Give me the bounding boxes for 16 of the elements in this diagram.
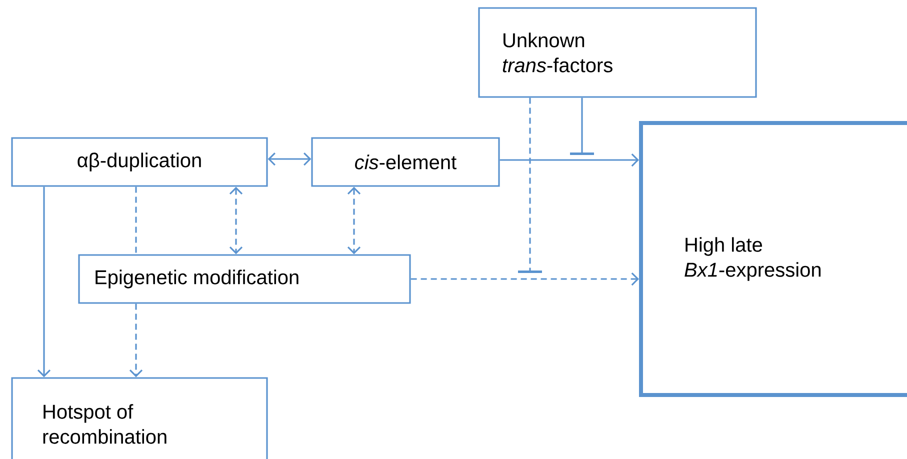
process-box: cis-element [311,137,500,187]
arrow [229,186,243,254]
arrow [268,152,312,166]
inhibition-line [518,98,542,273]
process-box: Epigenetic modification [78,254,411,304]
inhibition-line [570,98,594,155]
process-box: Hotspot of recombination [11,377,268,459]
arrow [347,186,361,254]
arrow [410,272,639,286]
process-box: Unknown trans-factors [478,7,757,98]
arrow [37,186,51,378]
outcome-box: High late Bx1-expression [639,121,907,397]
connector-line [135,186,137,254]
process-box: αβ-duplication [11,137,268,187]
arrow [500,153,639,167]
arrow [129,304,143,378]
